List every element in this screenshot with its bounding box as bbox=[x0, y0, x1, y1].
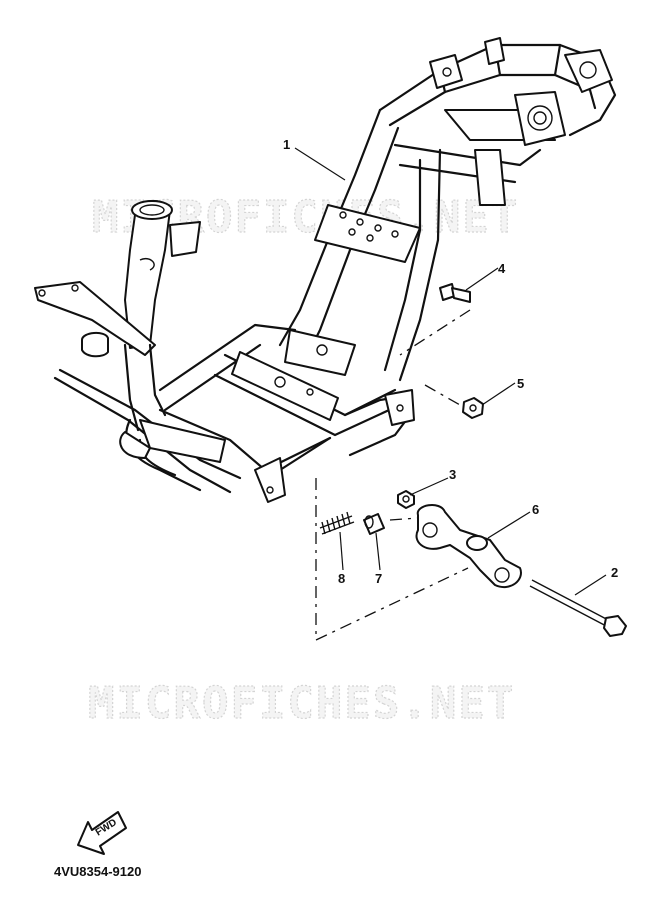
callout-2: 2 bbox=[611, 565, 618, 580]
nut-part-3 bbox=[397, 490, 415, 509]
watermark-bottom: MICROFICHES.NET bbox=[88, 678, 515, 729]
spring-part-8 bbox=[319, 511, 355, 535]
collar-part-7 bbox=[363, 513, 385, 535]
frame-assembly bbox=[34, 37, 617, 503]
bolt-part-4 bbox=[439, 283, 471, 303]
fwd-arrow-icon: FWD bbox=[77, 811, 127, 855]
callout-5: 5 bbox=[517, 376, 524, 391]
callout-6: 6 bbox=[532, 502, 539, 517]
long-bolt-part-2 bbox=[529, 579, 627, 637]
callout-8: 8 bbox=[338, 571, 345, 586]
leader-lines bbox=[294, 147, 607, 596]
stand-bracket-part-6 bbox=[415, 504, 522, 588]
callout-7: 7 bbox=[375, 571, 382, 586]
part-code: 4VU8354-9120 bbox=[54, 864, 142, 879]
callout-1: 1 bbox=[283, 137, 290, 152]
nut-part-5 bbox=[462, 397, 484, 419]
assembly-lines bbox=[315, 309, 471, 642]
callout-4: 4 bbox=[498, 261, 506, 276]
callout-3: 3 bbox=[449, 467, 456, 482]
